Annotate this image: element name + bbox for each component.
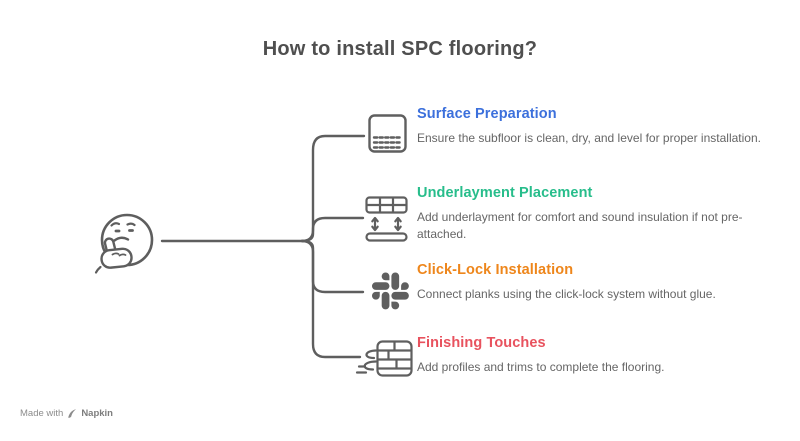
click-lock-icon [372, 272, 409, 310]
brand-label: Napkin [81, 408, 113, 419]
thinking-face-emoji [94, 213, 154, 274]
diagram-title: How to install SPC flooring? [262, 38, 538, 60]
step-title: Click-Lock Installation [417, 262, 574, 278]
step-row-finishing-touches: Finishing Touches Add profiles and trims… [417, 335, 762, 376]
step-row-surface-preparation: Surface Preparation Ensure the subfloor … [417, 106, 762, 147]
made-with-badge: Made with Napkin [20, 408, 113, 419]
step-title: Underlayment Placement [417, 185, 593, 201]
napkin-logo-icon [68, 409, 77, 418]
step-title: Finishing Touches [417, 335, 546, 351]
connector-lines [160, 134, 366, 359]
underlayment-layers-icon [365, 196, 408, 242]
step-row-underlayment-placement: Underlayment Placement Add underlayment … [417, 185, 762, 243]
step-row-click-lock-installation: Click-Lock Installation Connect planks u… [417, 262, 762, 303]
made-with-label: Made with [20, 408, 64, 419]
step-description: Connect planks using the click-lock syst… [417, 287, 716, 301]
step-description: Add profiles and trims to complete the f… [417, 360, 665, 374]
step-description: Add underlayment for comfort and sound i… [417, 210, 743, 241]
step-title: Surface Preparation [417, 106, 557, 122]
step-description: Ensure the subfloor is clean, dry, and l… [417, 131, 761, 145]
finishing-trim-icon [355, 340, 413, 377]
subfloor-panel-icon [368, 114, 407, 153]
